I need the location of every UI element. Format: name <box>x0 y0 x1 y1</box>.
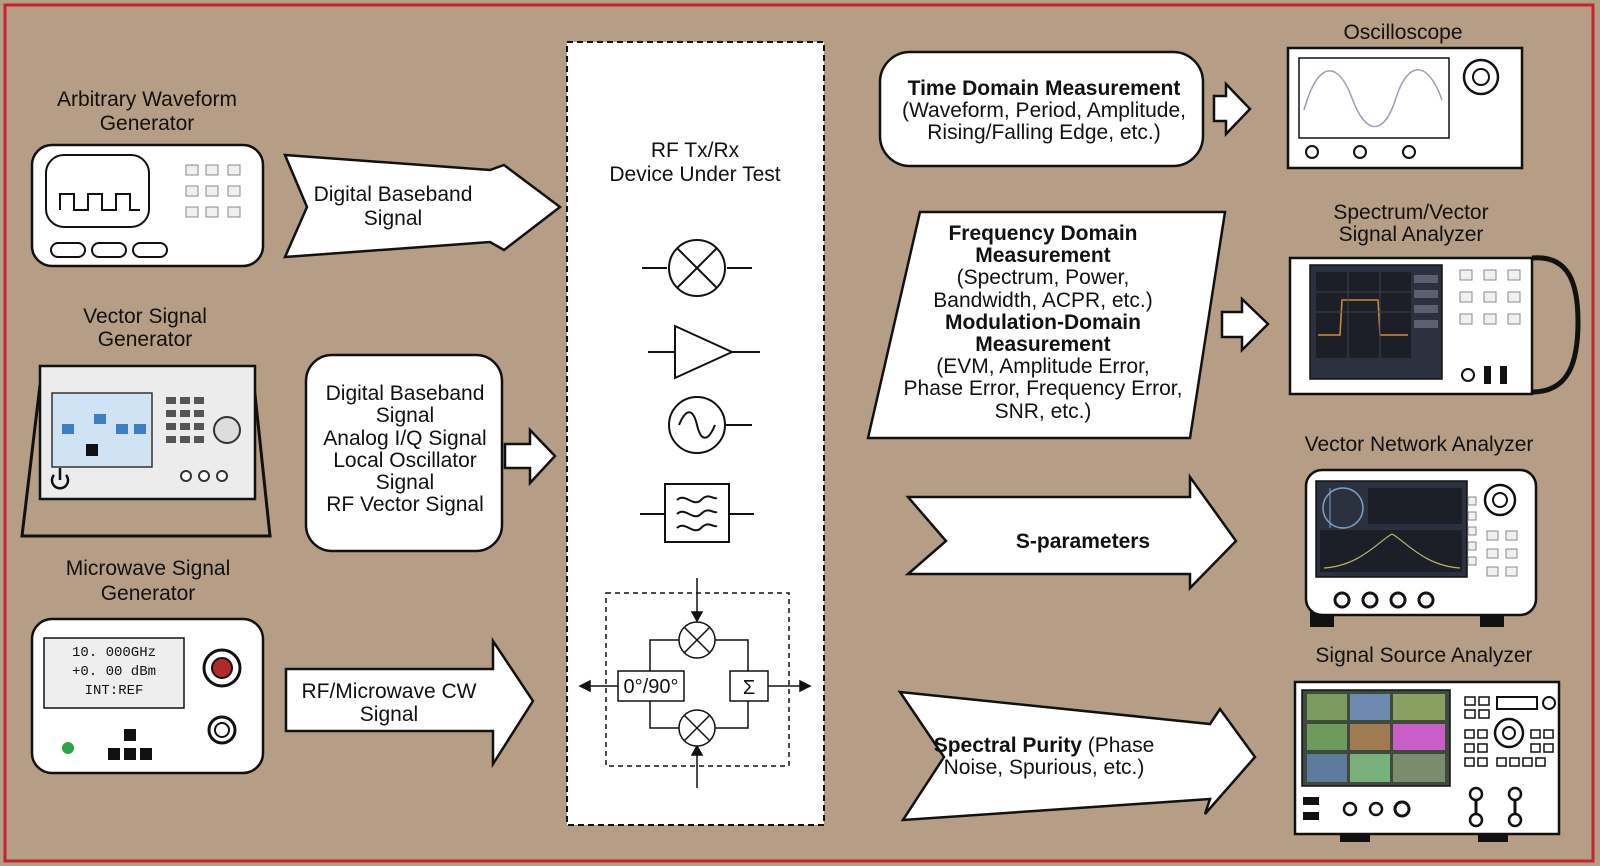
vna-label: Vector Network Analyzer <box>1305 433 1534 456</box>
vsg-signal-line6: RF Vector Signal <box>326 493 484 516</box>
sa-label-line1: Spectrum/Vector <box>1333 201 1488 224</box>
spectral-purity-rest: (Phase <box>1082 734 1154 757</box>
awg-instrument-icon <box>30 143 265 268</box>
mod-detail-line1: (EVM, Amplitude Error, <box>936 355 1150 378</box>
mod-title-line1: Modulation-Domain <box>945 311 1141 334</box>
vsg-instrument-icon <box>20 364 272 538</box>
dut-title-line1: RF Tx/Rx <box>651 139 740 162</box>
sparameters-arrow: S-parameters <box>904 473 1238 592</box>
spectral-purity-bold: Spectral Purity <box>934 734 1083 757</box>
spectral-purity-line2: Noise, Spurious, etc.) <box>944 756 1145 779</box>
vsg-arrow <box>503 426 557 487</box>
sparameters-label: S-parameters <box>1016 530 1150 553</box>
msg-label-line2: Generator <box>101 582 196 605</box>
freq-title-line1: Frequency Domain <box>948 222 1137 245</box>
mod-detail-line2: Phase Error, Frequency Error, <box>904 377 1183 400</box>
oscilloscope-label: Oscilloscope <box>1343 21 1462 44</box>
freq-detail-line2: Bandwidth, ACPR, etc.) <box>933 289 1152 312</box>
ssa-icon <box>1293 680 1561 842</box>
frequency-domain-box: Frequency Domain Measurement (Spectrum, … <box>866 210 1227 440</box>
freq-title-line2: Measurement <box>975 244 1110 267</box>
oscilloscope-icon <box>1286 46 1524 170</box>
filter-symbol <box>640 483 754 543</box>
mod-detail-line3: SNR, etc.) <box>995 400 1092 423</box>
sa-label-line2: Signal Analyzer <box>1339 223 1484 246</box>
dut-title-line2: Device Under Test <box>609 163 780 186</box>
vsg-signal-line5: Signal <box>376 471 434 494</box>
power-icon <box>50 468 70 490</box>
msg-label-line1: Microwave Signal <box>66 557 231 580</box>
arrow-rf-cw: RF/Microwave CW Signal <box>284 636 535 769</box>
frequency-domain-arrow <box>1220 296 1270 354</box>
mod-title-line2: Measurement <box>975 333 1110 356</box>
msg-screen-frequency: 10. 000GHz <box>72 645 156 661</box>
time-domain-line2: (Waveform, Period, Amplitude, <box>902 99 1186 122</box>
vsg-signal-line3: Analog I/Q Signal <box>323 427 486 450</box>
time-domain-box: Time Domain Measurement (Waveform, Perio… <box>878 50 1205 168</box>
amplifier-symbol <box>648 324 760 380</box>
vsg-label-line2: Generator <box>98 328 193 351</box>
iq-modulator-block: 0°/90° Σ <box>578 578 812 788</box>
cw-label-line2: Signal <box>360 703 418 726</box>
signal-analyzer-icon <box>1288 255 1581 396</box>
vsg-signal-line1: Digital Baseband <box>326 382 485 405</box>
vsg-signal-line2: Signal <box>376 404 434 427</box>
arrow-digital-baseband: Digital Baseband Signal <box>283 153 563 259</box>
time-domain-title: Time Domain Measurement <box>908 77 1181 100</box>
mixer-symbol <box>642 239 752 297</box>
ssa-label: Signal Source Analyzer <box>1315 644 1532 667</box>
time-domain-arrow <box>1212 80 1252 138</box>
msg-instrument-icon: 10. 000GHz +0. 00 dBm INT:REF <box>30 617 265 775</box>
baseband-label-line2: Signal <box>364 207 422 230</box>
vna-icon <box>1304 468 1538 627</box>
spectral-purity-arrow: Spectral Purity (Phase Noise, Spurious, … <box>897 690 1257 822</box>
frame-border <box>3 3 1595 863</box>
phase-shifter-label: 0°/90° <box>624 676 679 698</box>
freq-detail-line1: (Spectrum, Power, <box>957 266 1130 289</box>
time-domain-line3: Rising/Falling Edge, etc.) <box>927 121 1160 144</box>
oscillator-symbol <box>668 396 752 454</box>
cw-label-line1: RF/Microwave CW <box>301 680 476 703</box>
msg-screen-power: +0. 00 dBm <box>72 664 156 680</box>
awg-label-line1: Arbitrary Waveform <box>57 88 237 111</box>
msg-screen-reference: INT:REF <box>85 683 144 699</box>
awg-label-line2: Generator <box>100 112 195 135</box>
summer-label: Σ <box>743 677 755 699</box>
vsg-signal-line4: Local Oscillator <box>333 449 477 472</box>
spectral-purity-line1: Spectral Purity (Phase <box>934 734 1155 757</box>
vsg-signals-box: Digital Baseband Signal Analog I/Q Signa… <box>304 353 504 553</box>
vsg-label-line1: Vector Signal <box>83 305 207 328</box>
dut-panel: RF Tx/Rx Device Under Test <box>566 41 825 826</box>
baseband-label-line1: Digital Baseband <box>314 183 473 206</box>
